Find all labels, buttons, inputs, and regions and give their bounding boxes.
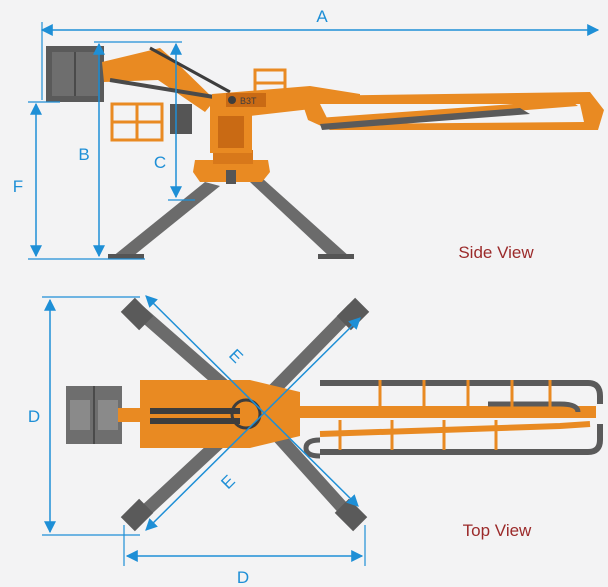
side-view-label: Side View	[458, 243, 534, 262]
dimension-c: C	[154, 42, 195, 201]
side-view-machine: B3T	[46, 46, 604, 259]
side-view-main-boom: B3T	[212, 86, 604, 130]
dimension-d-top: D	[123, 525, 366, 587]
dimension-a: A	[40, 7, 600, 100]
dimension-d-left-label: D	[28, 407, 40, 426]
side-view-railing	[110, 68, 287, 142]
dimension-f: F	[13, 101, 145, 260]
dimension-d-bottom-label: D	[237, 568, 249, 587]
dimension-c-label: C	[154, 153, 166, 172]
top-view-boom	[296, 380, 603, 459]
side-view-counter-arm	[102, 46, 231, 112]
dimension-e-upper-label: E	[225, 345, 246, 366]
dimension-a-label: A	[316, 7, 328, 26]
side-view-legs	[108, 178, 354, 259]
dimension-b-label: B	[78, 145, 89, 164]
side-view-base	[193, 150, 270, 184]
dimension-b: B	[78, 41, 182, 258]
svg-text:B3T: B3T	[240, 96, 257, 106]
dimension-e-lower-label: E	[217, 471, 238, 492]
top-view-counterweight	[66, 386, 122, 444]
top-view-machine	[66, 297, 603, 532]
dimension-f-label: F	[13, 177, 23, 196]
top-view-label: Top View	[463, 521, 532, 540]
side-view-counterweight	[46, 46, 104, 102]
top-view-turret	[118, 380, 300, 448]
